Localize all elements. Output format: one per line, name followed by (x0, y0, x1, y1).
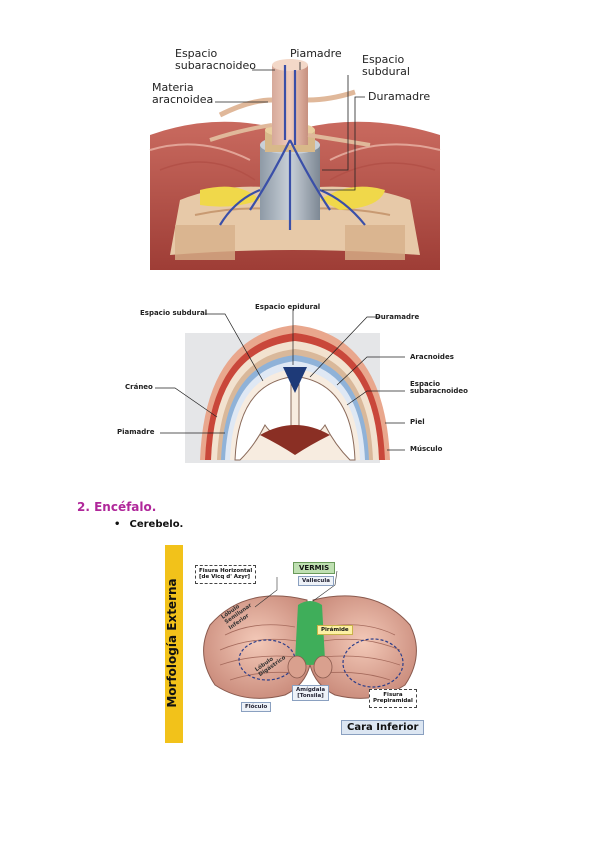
cranial-meninges-figure: Espacio subdural Espacio epidural Durama… (105, 295, 495, 470)
label-duramadre: Duramadre (368, 90, 431, 103)
label-materia-aracnoidea: Materia aracnoidea (152, 81, 214, 106)
cerebellum-figure: Morfología Externa Fisura Horizontal [de… (165, 545, 430, 743)
side-title-bar (165, 545, 183, 743)
label-musculo: Músculo (410, 445, 443, 453)
flocculo-tag: Flóculo (241, 702, 272, 713)
label-espacio-subdural: Espacio subdural (362, 53, 410, 78)
label-espacio-subaracnoideo: Espacio subaracnoideo (175, 47, 256, 72)
label-duramadre-2: Duramadre (375, 313, 420, 321)
section-heading: 2. Encéfalo. (77, 500, 157, 514)
label-craneo: Cráneo (125, 383, 153, 391)
label-espacio-subaracnoideo-2: Espacio subaracnoideo (410, 380, 468, 396)
side-title: Morfología Externa (165, 578, 179, 708)
fisura-prepiramidal-box: Fisura Prepiramidal (369, 689, 417, 708)
vermis-label: VERMIS (293, 562, 336, 574)
piramide-tag: Pirámide (317, 625, 353, 635)
cara-inferior-label: Cara Inferior (341, 720, 425, 735)
fisura-horizontal-box: Fisura Horizontal [de Vicq d' Azyr] (195, 565, 257, 584)
cranial-meninges-illustration (155, 309, 405, 463)
spinal-meninges-figure: Espacio subaracnoideo Piamadre Espacio s… (140, 40, 445, 270)
amigdala-tag: Amígdala [Tonsila] (292, 685, 330, 702)
bullet-item: • Cerebelo. (114, 519, 183, 530)
label-piamadre-2: Piamadre (117, 428, 155, 436)
label-aracnoides: Aracnoides (410, 353, 454, 361)
vallecula-tag: Vallecula (298, 576, 334, 587)
bullet-label: Cerebelo. (129, 519, 184, 530)
cerebellum-illustration (203, 570, 417, 699)
label-espacio-epidural: Espacio epidural (255, 303, 321, 311)
bullet-icon: • (114, 519, 121, 530)
label-piamadre: Piamadre (290, 47, 342, 60)
label-piel: Piel (410, 418, 425, 426)
spinal-meninges-illustration (149, 59, 441, 270)
label-espacio-subdural-2: Espacio subdural (140, 309, 208, 317)
